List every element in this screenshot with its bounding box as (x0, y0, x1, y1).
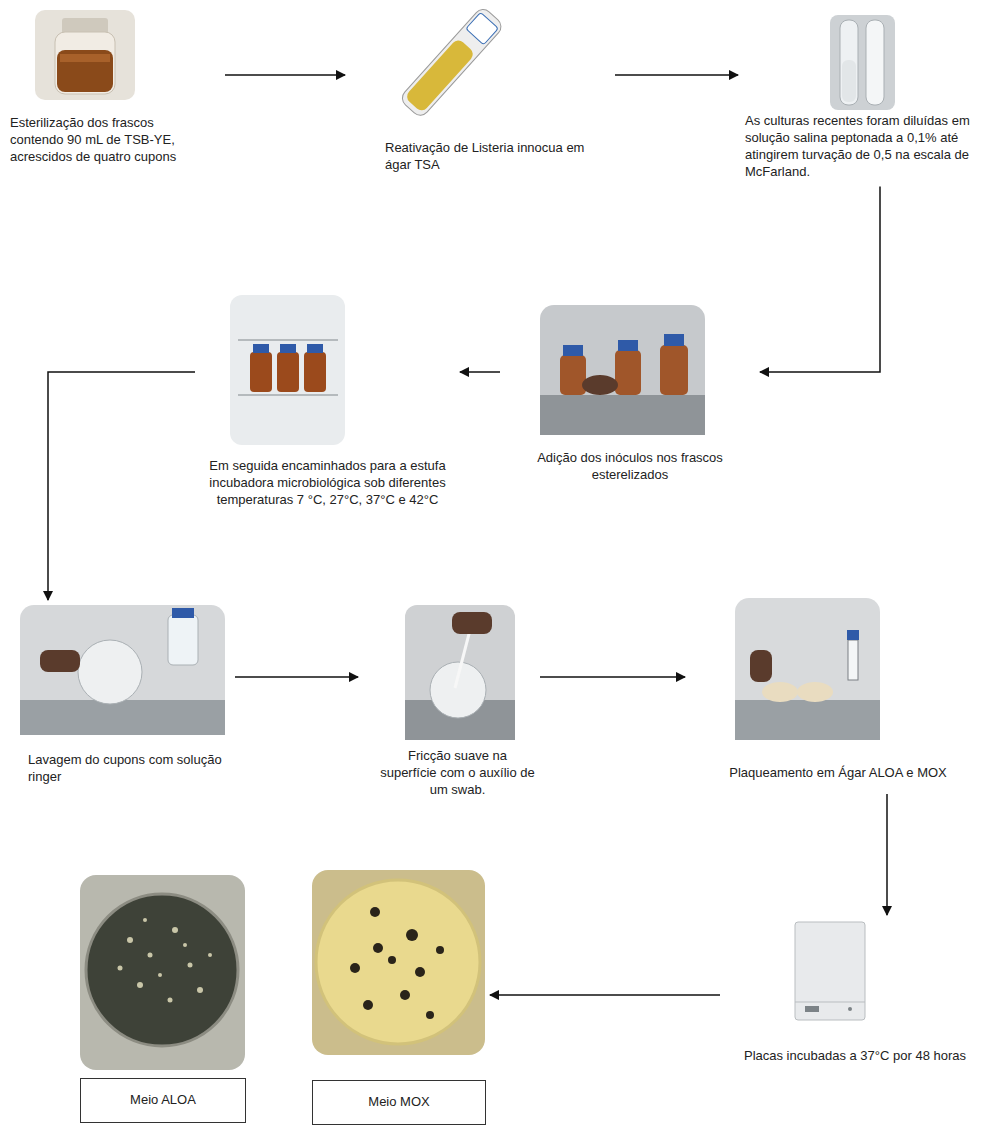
flow-arrow (540, 676, 685, 678)
caption-box-step: Meio ALOA (78, 872, 248, 1128)
step-caption: Lavagem do cupons com solução ringer (28, 752, 228, 786)
caption-box-step: Meio MOX (310, 868, 490, 1130)
incubator-photo (795, 922, 865, 1020)
flow-arrow (490, 994, 720, 996)
process-step: Plaqueamento em Ágar ALOA e MOX (685, 595, 990, 790)
inoculation-photo (540, 305, 705, 435)
flow-arrow (235, 676, 358, 678)
step-caption: Adição dos inóculos nos frascos estereli… (515, 450, 745, 484)
process-step: Reativação de Listeria innocua em ágar T… (345, 0, 615, 180)
flow-arrow (760, 187, 880, 372)
aloa-plate-photo (80, 875, 245, 1070)
process-step: As culturas recentes foram diluídas em s… (738, 5, 992, 183)
process-step: Lavagem do cupons com solução ringer (15, 600, 235, 795)
process-step: Em seguida encaminhados para a estufa in… (195, 290, 460, 535)
swab-photo (405, 605, 515, 740)
incubator-shelf-photo (230, 295, 345, 445)
step-caption: Reativação de Listeria innocua em ágar T… (385, 140, 590, 174)
flow-arrow (886, 794, 888, 915)
tube-photo (399, 6, 505, 119)
flow-arrow (460, 371, 500, 373)
boxed-label: Meio MOX (312, 1080, 486, 1125)
flow-arrow (615, 74, 738, 76)
flow-arrow (225, 74, 345, 76)
process-step: Fricção suave na superfície com o auxíli… (358, 600, 540, 805)
step-caption: Em seguida encaminhados para a estufa in… (195, 458, 460, 509)
process-step: Esterilização dos frascos contendo 90 mL… (8, 5, 225, 177)
step-caption: As culturas recentes foram diluídas em s… (745, 113, 990, 181)
step-caption: Esterilização dos frascos contendo 90 mL… (10, 115, 198, 166)
process-step: Adição dos inóculos nos frascos estereli… (500, 295, 760, 486)
plating-photo (735, 598, 880, 740)
tubes-photo (830, 15, 895, 110)
process-step: Placas incubadas a 37°C por 48 horas (720, 915, 990, 1075)
bottle-photo (35, 10, 135, 100)
washing-photo (20, 605, 225, 735)
step-caption: Plaqueamento em Ágar ALOA e MOX (688, 765, 988, 782)
mox-plate-photo (312, 870, 485, 1055)
flow-arrow (48, 372, 195, 600)
boxed-label: Meio ALOA (80, 1078, 246, 1123)
step-caption: Placas incubadas a 37°C por 48 horas (720, 1048, 990, 1065)
step-caption: Fricção suave na superfície com o auxíli… (380, 748, 535, 799)
